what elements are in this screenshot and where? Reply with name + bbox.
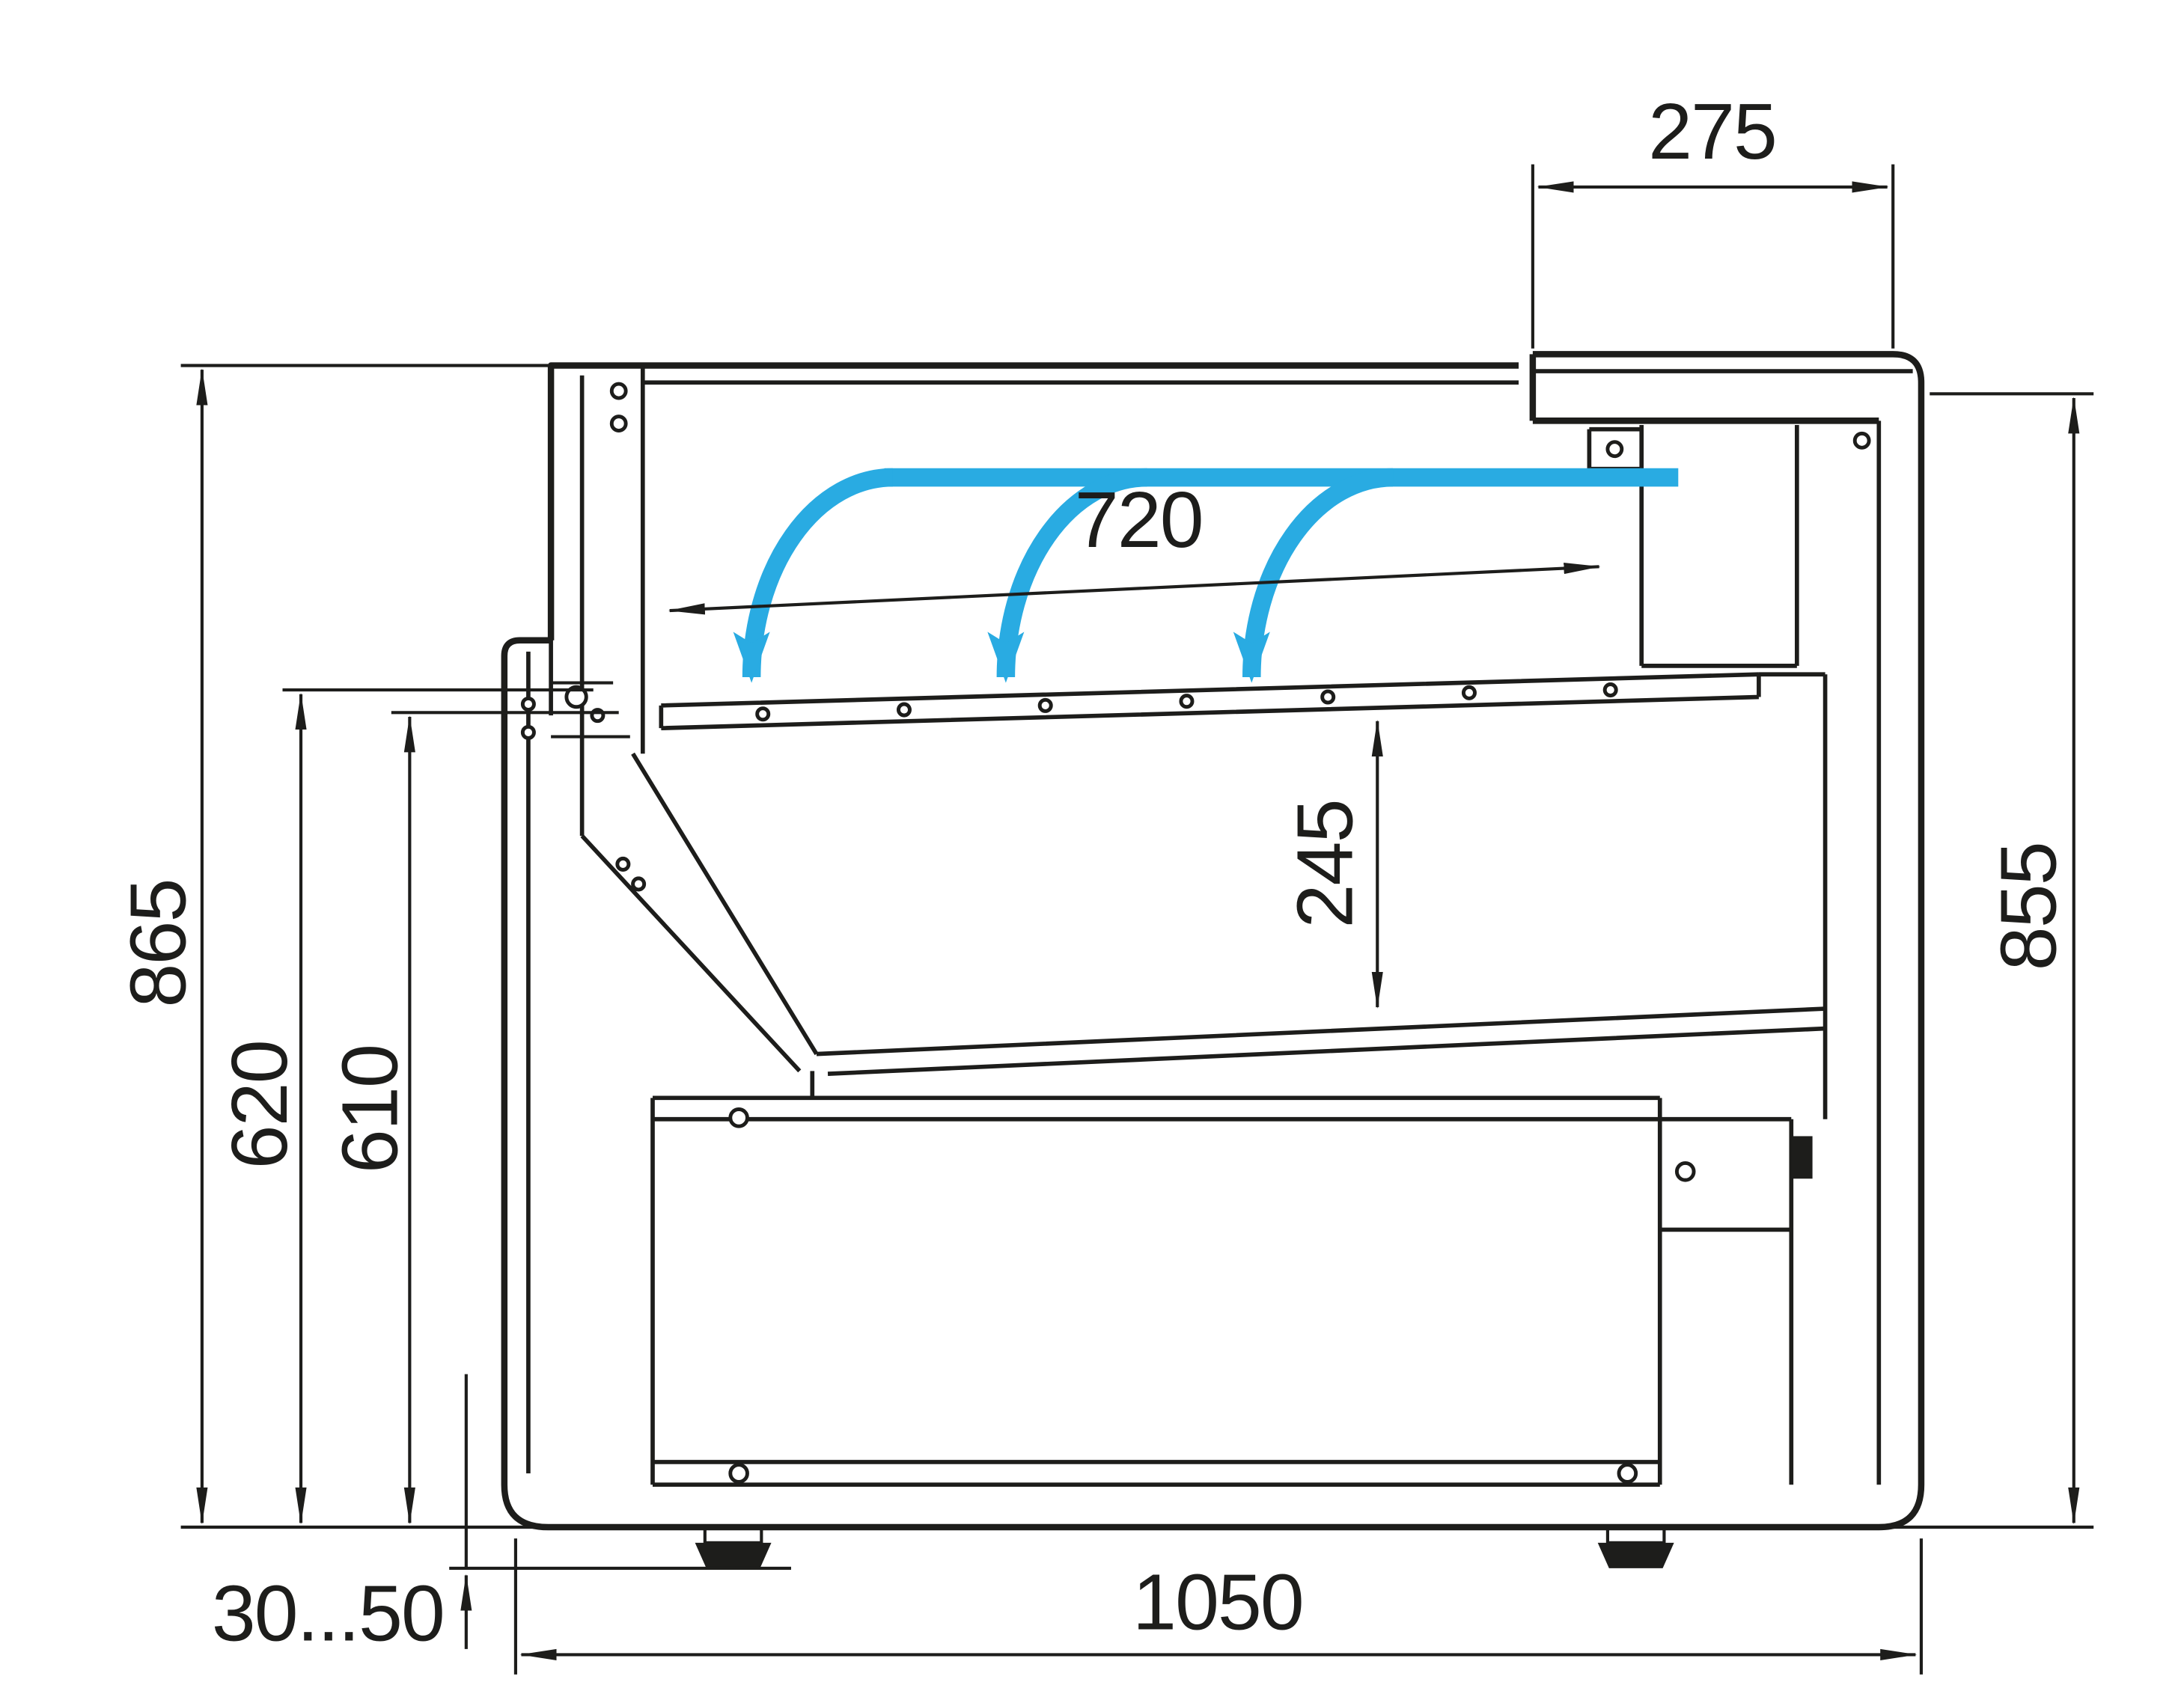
dim-label-720: 720: [1075, 476, 1203, 564]
airflow: [733, 468, 1679, 683]
foot-pad: [1597, 1542, 1674, 1568]
left-foot: [695, 1525, 772, 1568]
back-panel: [526, 365, 645, 1474]
dim-label-620: 620: [216, 1041, 304, 1169]
bolt: [609, 415, 628, 433]
dimension-855: 855: [1930, 392, 2094, 1525]
body-outer-shell: [501, 351, 1925, 1531]
bolt: [1605, 440, 1624, 459]
foot-pad: [695, 1542, 772, 1568]
deck-screw: [1320, 689, 1336, 705]
bolt: [609, 382, 628, 400]
dim-label-865: 865: [114, 879, 202, 1007]
bolt: [728, 1463, 749, 1484]
deck-screw: [1179, 694, 1195, 709]
bolt: [1617, 1463, 1638, 1484]
well-bottom: [816, 1006, 1825, 1076]
right-foot: [1597, 1525, 1674, 1568]
dimension-275: 275: [1531, 88, 1895, 349]
dim-label-30-50: 30...50: [212, 1569, 444, 1657]
bolt: [631, 876, 647, 892]
dim-label-855: 855: [1984, 843, 2072, 970]
dim-label-275: 275: [1648, 88, 1776, 176]
bolt: [520, 696, 536, 712]
bolt: [1674, 1161, 1696, 1182]
deck-screw: [755, 706, 771, 722]
well-front-wall: [1822, 421, 1882, 1485]
dim-label-1050: 1050: [1132, 1558, 1303, 1646]
dimension-30-50: 30...50: [212, 1374, 791, 1658]
deck-screw: [1037, 697, 1053, 713]
bolt: [1852, 431, 1871, 450]
dimension-620: 620: [216, 688, 594, 1525]
dimension-720: 720: [668, 476, 1601, 615]
dimension-865: 865: [114, 364, 549, 1525]
bolt: [728, 1107, 749, 1128]
dimension-245: 245: [1281, 719, 1383, 1009]
dimension-1050: 1050: [513, 1538, 1924, 1675]
bolt: [520, 724, 536, 740]
display-deck: [659, 672, 1825, 731]
latch-block: [1791, 1136, 1813, 1179]
dim-label-245: 245: [1281, 800, 1370, 928]
bolt: [615, 856, 631, 872]
deck-screw: [896, 702, 912, 718]
airflow-arrow-1: [733, 468, 894, 683]
back-slant-panel: [580, 752, 819, 1098]
counter-body: [501, 351, 1925, 1568]
air-duct: [1587, 425, 1799, 668]
deck-screw: [1461, 685, 1477, 700]
dim-label-610: 610: [326, 1045, 415, 1173]
airflow-arrow-2: [987, 468, 1147, 683]
hinge-bolt: [564, 685, 588, 709]
deck-hinge: [551, 681, 630, 739]
airflow-arrow-3: [1233, 468, 1394, 683]
dimension-line: [668, 562, 1601, 615]
dimension-610: 610: [326, 711, 619, 1525]
deck-screw: [1602, 682, 1618, 698]
machine-cabinet: [650, 1095, 1662, 1488]
